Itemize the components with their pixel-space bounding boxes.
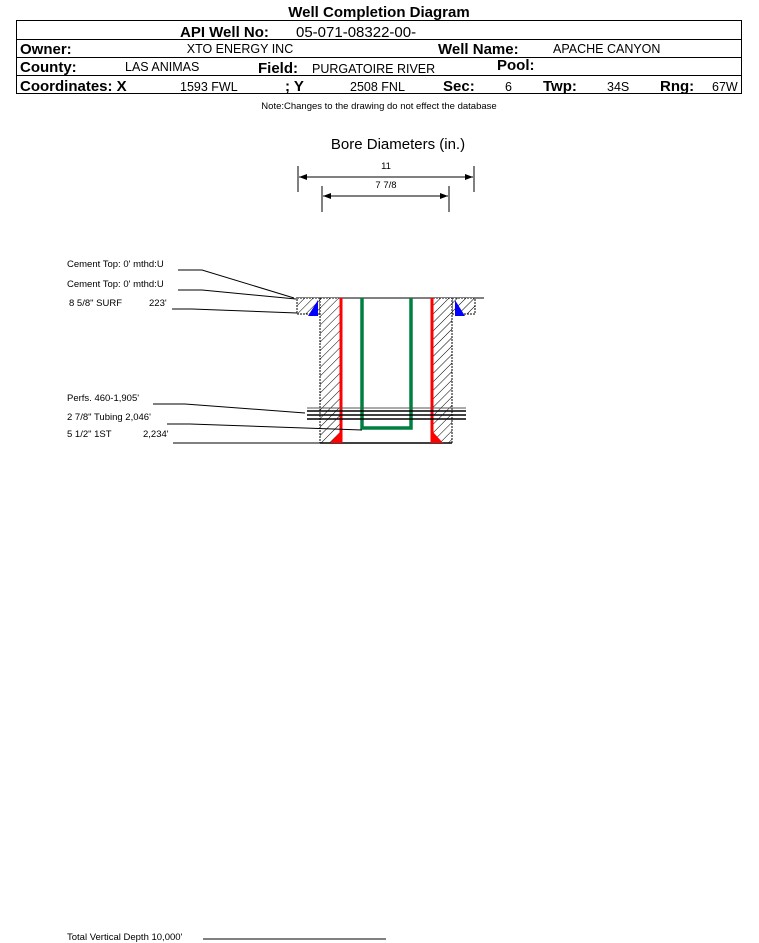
- header-table: API Well No: 05-071-08322-00- Owner: XTO…: [16, 20, 742, 95]
- pool-label: Pool:: [497, 57, 535, 74]
- page-title: Well Completion Diagram: [288, 4, 469, 21]
- bore-diameters: Bore Diameters (in.) 11 7 7/8: [297, 136, 475, 212]
- county-value: LAS ANIMAS: [125, 60, 199, 74]
- tubing-label: 2 7/8" Tubing 2,046': [67, 412, 151, 423]
- left-wall-cement: [319, 297, 342, 444]
- field-value: PURGATOIRE RIVER: [312, 62, 435, 76]
- surf-casing-label: 8 5/8" SURF: [69, 298, 122, 309]
- bore-inner-value: 7 7/8: [375, 180, 396, 191]
- api-label: API Well No:: [180, 24, 269, 41]
- note: Note:Changes to the drawing do not effec…: [261, 101, 496, 112]
- perfs-label: Perfs. 460-1,905': [67, 393, 139, 404]
- prod-casing-label: 5 1/2" 1ST: [67, 429, 112, 440]
- coord-y-label: ; Y: [285, 78, 304, 95]
- surf-casing-depth: 223': [149, 298, 167, 309]
- well-name-label: Well Name:: [438, 41, 519, 58]
- sec-value: 6: [505, 80, 512, 94]
- well-name-value: APACHE CANYON: [553, 42, 660, 56]
- annotations: Cement Top: 0' mthd:U Cement Top: 0' mth…: [67, 259, 386, 943]
- cement-top-label-2: Cement Top: 0' mthd:U: [67, 279, 164, 290]
- tubing: [360, 298, 413, 430]
- owner-value: XTO ENERGY INC: [187, 42, 294, 56]
- prod-casing-depth: 2,234': [143, 429, 169, 440]
- rng-label: Rng:: [660, 78, 694, 95]
- bore-outer-value: 11: [381, 161, 391, 172]
- surface-cement: [308, 300, 318, 316]
- rng-value: 67W: [712, 80, 738, 94]
- tvd-label: Total Vertical Depth 10,000': [67, 932, 183, 943]
- owner-label: Owner:: [20, 41, 72, 58]
- coord-x-label: Coordinates: X: [20, 78, 127, 95]
- perforations: [307, 407, 466, 420]
- cement-top-label-1: Cement Top: 0' mthd:U: [67, 259, 164, 270]
- bore-title: Bore Diameters (in.): [331, 136, 465, 153]
- right-wall-cement: [432, 297, 453, 444]
- field-label: Field:: [258, 60, 298, 77]
- sec-label: Sec:: [443, 78, 475, 95]
- api-value: 05-071-08322-00-: [296, 24, 416, 41]
- county-label: County:: [20, 59, 77, 76]
- twp-label: Twp:: [543, 78, 577, 95]
- wellbore: [296, 297, 484, 444]
- twp-value: 34S: [607, 80, 629, 94]
- coord-y-value: 2508 FNL: [350, 80, 405, 94]
- coord-x-value: 1593 FWL: [180, 80, 238, 94]
